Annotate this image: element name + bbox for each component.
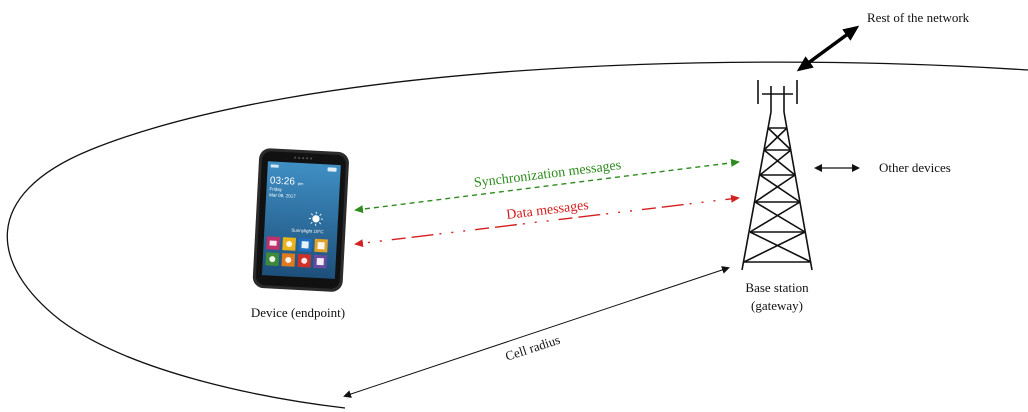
- device-label: Device (endpoint): [251, 305, 345, 320]
- gateway-label: (gateway): [751, 298, 803, 313]
- phone-weather: Sunnylight 19°C: [291, 228, 324, 235]
- cell-radius-arrow: [343, 266, 730, 398]
- network-link-arrow: [796, 25, 860, 72]
- cell-radius-label: Cell radius: [503, 332, 562, 364]
- phone-time-suffix: pm: [298, 181, 304, 186]
- data-messages-arrow: [354, 194, 740, 248]
- other-devices-label: Other devices: [879, 160, 951, 175]
- phone-date: Mar 08, 2017: [269, 192, 296, 198]
- base-station-label: Base station: [745, 280, 809, 295]
- cell-boundary: [6, 61, 1028, 409]
- base-station-tower-icon: [741, 80, 813, 271]
- phone-time: 03:26: [270, 175, 296, 187]
- rest-of-network-label: Rest of the network: [867, 10, 970, 25]
- phone-day: Friday: [269, 186, 282, 192]
- smartphone-icon: 03:26 pm Friday Mar 08, 2017 Sunnylight …: [252, 148, 349, 292]
- app-tiles: [265, 236, 328, 269]
- data-messages-label: Data messages: [506, 198, 590, 223]
- sun-icon: [308, 211, 323, 226]
